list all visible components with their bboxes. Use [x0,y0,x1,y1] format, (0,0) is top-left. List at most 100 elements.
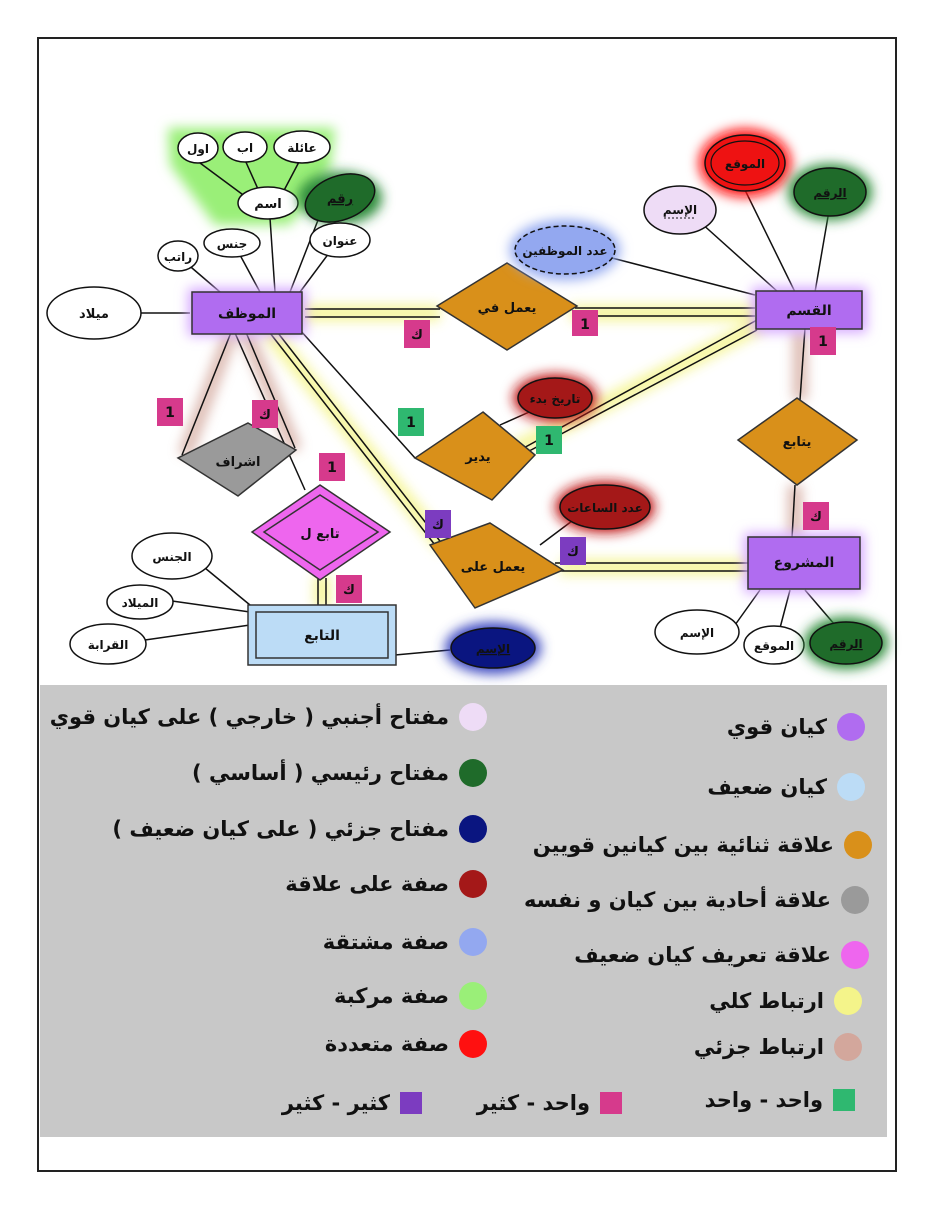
cardinality-markers: ك 1 1 ك 1 1 ك ك 1 ك 1 ك [157,310,836,603]
card-manages-employee [398,408,424,436]
card-manages-dept-label: 1 [544,433,554,449]
relationship-dependent-of-label: تابع ل [300,527,339,542]
card-supervision-one-label: 1 [165,405,175,421]
attr-start-date [517,377,593,419]
legend-primary-key-label: مفتاح رئيسي ( أساسي ) [192,761,449,785]
attr-employee-count [514,225,616,275]
attr-birth-label: ميلاد [79,307,109,322]
relationship-works-in[interactable] [435,262,579,351]
attr-gender-label: جنس [217,237,248,251]
legend-panel: كيان قوي كيان ضعيف علاقة ثنائية بين كيان… [40,685,887,1137]
legend-partial-key-label: مفتاح جزئي ( على كيان ضعيف ) [112,817,449,841]
legend-composite-attribute: صفة مركبة [334,982,487,1010]
legend-composite-attribute-label: صفة مركبة [333,984,449,1008]
entity-employee-label: الموظف [218,306,276,322]
total-participation-highlights [261,305,764,608]
relationship-works-in-label: يعمل في [478,301,537,316]
legend-foreign-key-label: مفتاح أجنبي ( خارجي ) على كيان قوي [49,705,449,729]
attr-dept-location-inner [710,140,780,186]
entity-project-label: المشروع [774,555,835,571]
attr-birth [46,286,142,340]
legend-partial-key: مفتاح جزئي ( على كيان ضعيف ) [112,815,487,843]
legend-weak-entity: كيان ضعيف [707,773,865,801]
relationship-works-on-label: يعمل على [461,560,525,575]
relationship-controls[interactable] [736,397,859,486]
legend-partial-participation: ارتباط جزئي [694,1033,862,1061]
relationship-dependent-of[interactable] [250,484,392,581]
attr-number-label: رقم [327,192,353,207]
strong-entity-swatch [837,713,865,741]
legend-relationship-attribute-label: صفة على علاقة [285,872,449,896]
attr-dependent-name [450,627,536,669]
attr-first-name-label: اول [187,142,209,157]
card-works-in-dept [572,310,598,336]
card-works-on-project [560,537,586,565]
relationship-attribute-swatch [459,870,487,898]
legend-multivalued-attribute: صفة متعددة [325,1030,487,1058]
attr-dependent-relation-label: القرابة [88,638,129,652]
attr-dept-location-label: الموقع [725,157,765,172]
card-controls-dept-label: 1 [818,334,828,350]
attr-address-label: عنوان [323,234,358,249]
attr-project-location-label: الموقع [754,639,794,654]
entity-department[interactable] [755,290,863,330]
legend-one-to-one-label: واحد - واحد [704,1088,823,1112]
attr-number [304,173,376,223]
many-to-many-swatch [400,1092,422,1114]
relationship-supervision[interactable] [176,422,298,497]
card-works-on-employee [425,510,451,538]
legend-identifying-relationship: علاقة تعريف كيان ضعيف [574,941,869,969]
attr-dept-number-label: الرقم [813,186,846,200]
attr-dependent-birth-label: الميلاد [122,596,159,610]
attr-project-number-label: الرقم [829,637,862,651]
attr-gender [203,228,261,258]
attr-hours-label: عدد الساعات [567,501,643,515]
primary-key-swatch [459,759,487,787]
card-controls-project-label: ك [810,510,822,525]
card-works-in-employee-label: ك [411,328,423,343]
attr-dept-name-label: الإسم [663,203,697,217]
attr-name-label: اسم [254,197,281,212]
card-controls-project [803,502,829,530]
attr-project-name-label: الإسم [680,626,714,640]
attr-dependent-name-label: الإسم [476,642,510,656]
one-to-many-swatch [600,1092,622,1114]
legend-strong-entity: كيان قوي [727,713,865,741]
er-diagram: الموظف القسم المشروع التابع يعمل في يدير… [46,128,888,674]
card-manages-employee-label: 1 [406,415,416,431]
multivalued-attribute-swatch [459,1030,487,1058]
legend-partial-participation-label: ارتباط جزئي [693,1035,824,1059]
relationship-manages[interactable] [413,411,537,501]
legend-unary-relationship: علاقة أحادية بين كيان و نفسه [524,886,869,914]
legend-one-to-one: واحد - واحد [705,1088,855,1112]
attr-dept-number [793,167,867,217]
legend-total-participation-label: ارتباط كلي [709,989,824,1013]
partial-participation-swatch [834,1033,862,1061]
entity-employee[interactable] [191,291,303,335]
relationship-manages-label: يدير [464,450,490,465]
attr-dept-location [704,134,786,192]
attr-dependent-relation [69,623,147,665]
attr-family-name-label: عائلة [287,141,316,155]
card-manages-dept [536,426,562,454]
legend-foreign-key: مفتاح أجنبي ( خارجي ) على كيان قوي [50,703,487,731]
card-works-on-project-label: ك [567,545,579,560]
entity-dependent[interactable] [247,604,397,666]
attr-project-number [809,621,883,665]
attr-salary-label: راتب [164,250,192,264]
entity-dependent-label: التابع [304,628,340,644]
legend-one-to-many-label: واحد - كثير [476,1091,590,1115]
card-supervision-one [157,398,183,426]
attr-address [309,222,371,258]
legend-identifying-relationship-label: علاقة تعريف كيان ضعيف [574,943,831,967]
foreign-key-swatch [459,703,487,731]
entity-department-label: القسم [786,303,831,319]
legend-total-participation: ارتباط كلي [709,987,862,1015]
attr-project-location [743,625,805,665]
unary-relationship-swatch [841,886,869,914]
card-dependent-of-dependent [336,575,362,603]
attr-hours [559,484,651,530]
attr-dept-name [643,185,717,235]
entity-project[interactable] [747,536,861,590]
card-supervision-many-label: ك [259,408,271,423]
